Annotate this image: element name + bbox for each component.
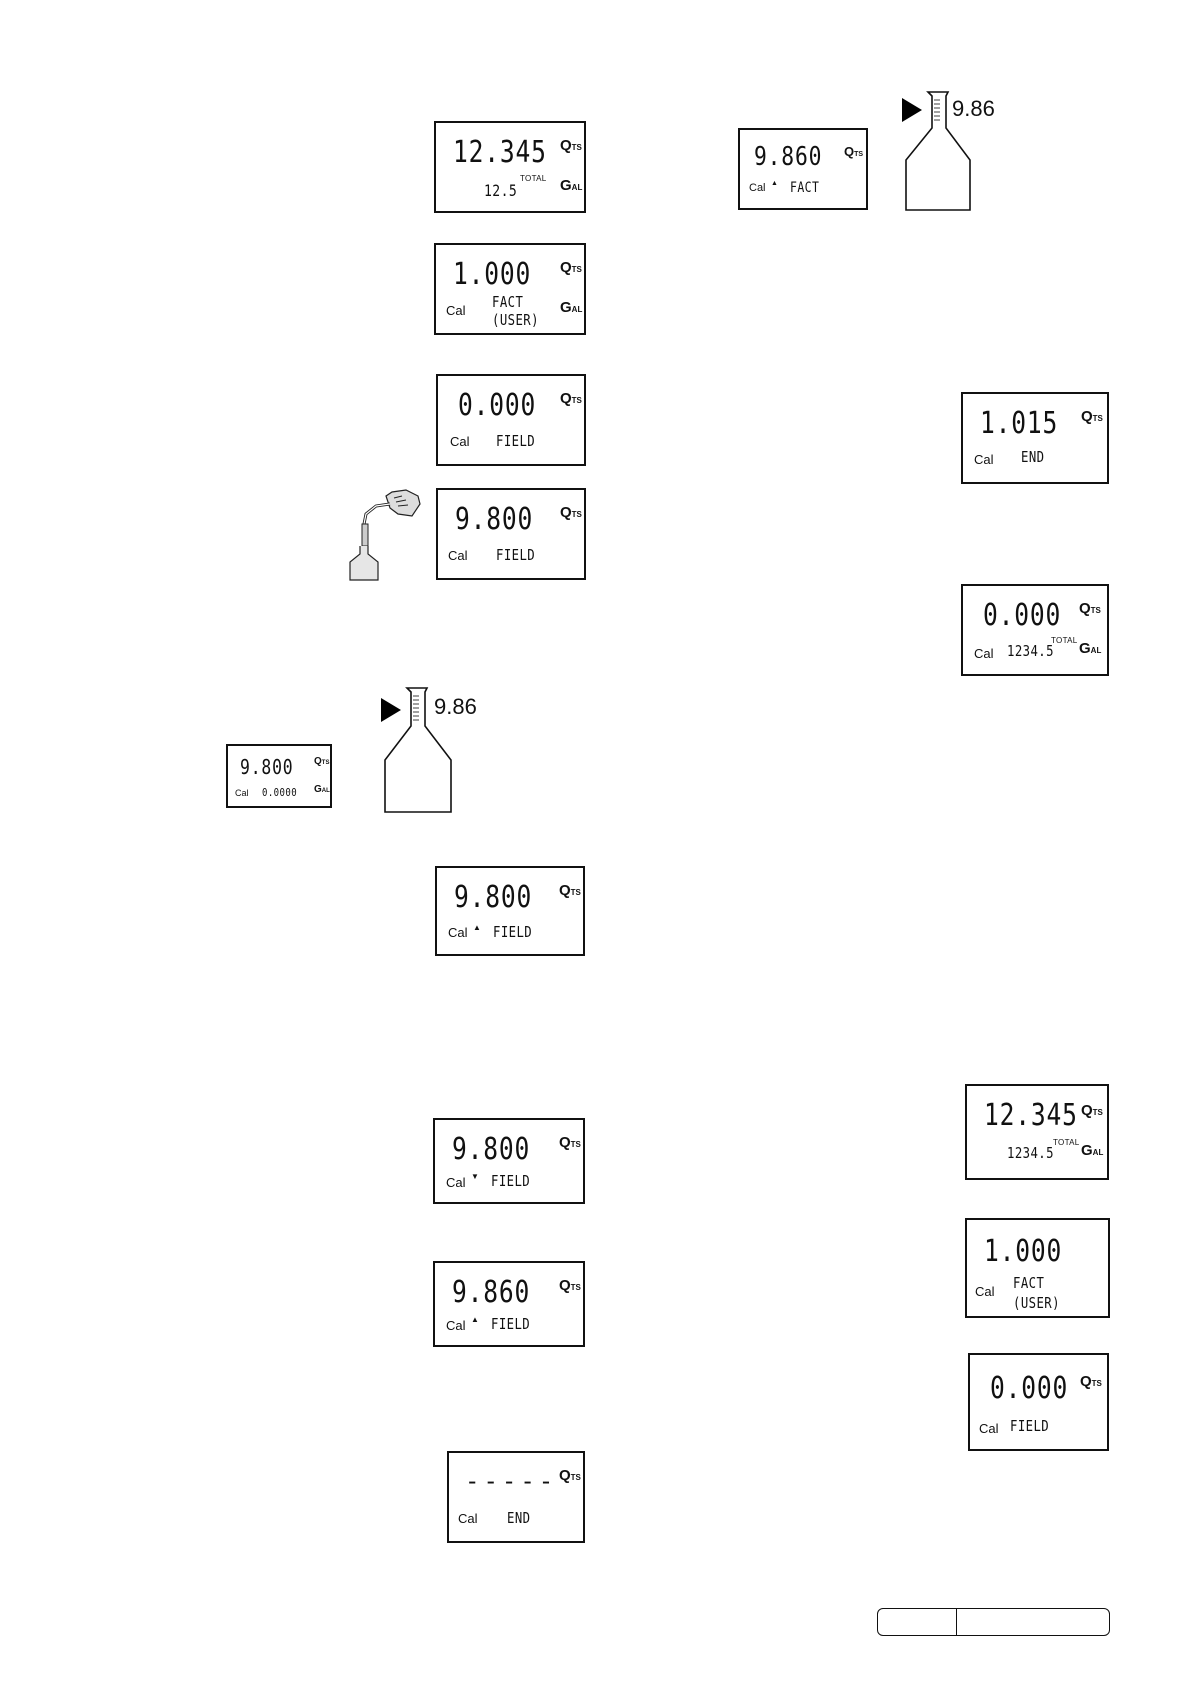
play-arrow-icon bbox=[902, 98, 922, 122]
lcd-main-reading: 0.000 bbox=[990, 1371, 1069, 1406]
cal-indicator: Cal bbox=[974, 646, 994, 661]
lcd-total-reading: 1234.5 bbox=[1007, 1144, 1054, 1162]
lcd-mode-label-2: (USER) bbox=[492, 311, 539, 329]
cal-indicator: Cal bbox=[979, 1421, 999, 1436]
cal-indicator: Cal bbox=[235, 788, 249, 798]
lcd-display-field-zero-final: 0.000 Cal FIELD QTS bbox=[968, 1353, 1109, 1451]
footer-reference-box bbox=[877, 1608, 1110, 1636]
flask-volume-label: 9.86 bbox=[434, 694, 477, 719]
lcd-mode-label: END bbox=[507, 1509, 531, 1527]
lcd-mode-label: FACT bbox=[790, 180, 820, 196]
qts-unit-icon: QTS bbox=[560, 504, 582, 521]
lcd-main-reading: 12.345 bbox=[984, 1098, 1078, 1133]
lcd-main-reading: 9.800 bbox=[452, 1132, 531, 1167]
up-arrow-icon: ▲ bbox=[471, 1315, 479, 1324]
qts-unit-icon: QTS bbox=[560, 137, 582, 154]
lcd-main-reading: 9.860 bbox=[452, 1275, 531, 1310]
lcd-main-reading: 9.800 bbox=[240, 755, 294, 779]
lcd-total-reading: 1234.5 bbox=[1007, 642, 1054, 660]
gal-unit-icon: GAL bbox=[1079, 640, 1102, 657]
lcd-main-reading: 1.015 bbox=[980, 406, 1059, 441]
lcd-main-reading: 9.800 bbox=[454, 880, 533, 915]
lcd-display-total: 12.345 TOTAL 12.5 QTS GAL bbox=[434, 121, 586, 213]
cal-indicator: Cal bbox=[974, 452, 994, 467]
cal-indicator: Cal bbox=[450, 434, 470, 449]
measuring-flask-figure: 9.86 bbox=[902, 90, 1012, 214]
lcd-mode-label: FIELD bbox=[493, 923, 533, 941]
lcd-display-end-factor: 1.015 Cal END QTS bbox=[961, 392, 1109, 484]
footer-divider bbox=[956, 1609, 957, 1635]
lcd-display-field-zero: 0.000 Cal FIELD QTS bbox=[436, 374, 586, 466]
nozzle-filling-flask-illustration bbox=[349, 489, 421, 581]
lcd-mode-label: FACT bbox=[1013, 1274, 1045, 1292]
gal-unit-icon: GAL bbox=[560, 177, 583, 194]
lcd-mode-label: FACT bbox=[492, 293, 524, 311]
lcd-main-reading: 1.000 bbox=[453, 257, 532, 292]
down-arrow-icon: ▼ bbox=[471, 1172, 479, 1181]
qts-unit-icon: QTS bbox=[559, 1134, 581, 1151]
cal-indicator: Cal bbox=[458, 1511, 478, 1526]
measuring-flask-icon bbox=[905, 91, 971, 211]
cal-indicator: Cal bbox=[448, 548, 468, 563]
lcd-main-reading: 9.860 bbox=[754, 142, 823, 172]
lcd-display-small-calibration: 9.800 Cal 0.0000 QTS GAL bbox=[226, 744, 332, 808]
gal-unit-icon: GAL bbox=[1081, 1142, 1104, 1159]
cal-indicator: Cal bbox=[448, 925, 468, 940]
qts-unit-icon: QTS bbox=[560, 390, 582, 407]
lcd-display-fact-adjusted: 9.860 Cal ▲ FACT QTS bbox=[738, 128, 868, 210]
lcd-main-reading: 12.345 bbox=[453, 135, 547, 170]
lcd-total-reading: 12.5 bbox=[484, 181, 518, 200]
cal-indicator: Cal bbox=[446, 1318, 466, 1333]
lcd-mode-label-2: (USER) bbox=[1013, 1294, 1060, 1312]
cal-indicator: Cal bbox=[446, 1175, 466, 1190]
lcd-mode-label: FIELD bbox=[1010, 1417, 1050, 1435]
lcd-main-reading: 9.800 bbox=[455, 502, 534, 537]
lcd-display-fact-user-final: 1.000 Cal FACT (USER) bbox=[965, 1218, 1110, 1318]
cal-indicator: Cal bbox=[749, 182, 766, 194]
up-arrow-icon: ▲ bbox=[771, 180, 778, 187]
lcd-mode-label: FIELD bbox=[491, 1315, 531, 1333]
flask-volume-label: 9.86 bbox=[952, 96, 995, 121]
qts-unit-icon: QTS bbox=[844, 144, 864, 159]
lcd-mode-label: FIELD bbox=[496, 546, 536, 564]
lcd-mode-label: END bbox=[1021, 448, 1045, 466]
qts-unit-icon: QTS bbox=[559, 882, 581, 899]
lcd-total-label: TOTAL bbox=[520, 174, 547, 183]
measuring-flask-figure: 9.86 bbox=[381, 686, 491, 816]
lcd-main-reading: 0.000 bbox=[983, 598, 1062, 633]
lcd-dash-reading: ----- bbox=[465, 1467, 558, 1495]
lcd-main-reading: 1.000 bbox=[984, 1234, 1063, 1269]
gal-unit-icon: GAL bbox=[314, 784, 330, 795]
lcd-total-label: TOTAL bbox=[1051, 636, 1078, 645]
lcd-mode-label: FIELD bbox=[491, 1172, 531, 1190]
qts-unit-icon: QTS bbox=[559, 1467, 581, 1484]
qts-unit-icon: QTS bbox=[314, 756, 330, 767]
lcd-display-total-final: 12.345 TOTAL 1234.5 QTS GAL bbox=[965, 1084, 1109, 1180]
lcd-display-field-up: 9.800 Cal ▲ FIELD QTS bbox=[435, 866, 585, 956]
lcd-display-field-down: 9.800 Cal ▼ FIELD QTS bbox=[433, 1118, 585, 1204]
cal-indicator: Cal bbox=[975, 1284, 995, 1299]
lcd-mode-label: FIELD bbox=[496, 432, 536, 450]
lcd-display-end-dashes: ----- Cal END QTS bbox=[447, 1451, 585, 1543]
qts-unit-icon: QTS bbox=[1079, 600, 1101, 617]
qts-unit-icon: QTS bbox=[1081, 1102, 1103, 1119]
lcd-main-reading: 0.000 bbox=[458, 388, 537, 423]
gal-unit-icon: GAL bbox=[560, 299, 583, 316]
up-arrow-icon: ▲ bbox=[473, 923, 481, 932]
cal-indicator: Cal bbox=[446, 303, 466, 318]
lcd-sub-reading: 0.0000 bbox=[262, 786, 298, 799]
lcd-display-field-adjusted: 9.860 Cal ▲ FIELD QTS bbox=[433, 1261, 585, 1347]
play-arrow-icon bbox=[381, 698, 401, 722]
lcd-display-field-reading: 9.800 Cal FIELD QTS bbox=[436, 488, 586, 580]
qts-unit-icon: QTS bbox=[1080, 1373, 1102, 1390]
lcd-total-label: TOTAL bbox=[1053, 1138, 1080, 1147]
lcd-display-total-reset: 0.000 Cal TOTAL 1234.5 QTS GAL bbox=[961, 584, 1109, 676]
measuring-flask-icon bbox=[384, 687, 452, 813]
lcd-display-fact-user: 1.000 Cal FACT (USER) QTS GAL bbox=[434, 243, 586, 335]
qts-unit-icon: QTS bbox=[560, 259, 582, 276]
qts-unit-icon: QTS bbox=[559, 1277, 581, 1294]
qts-unit-icon: QTS bbox=[1081, 408, 1103, 425]
